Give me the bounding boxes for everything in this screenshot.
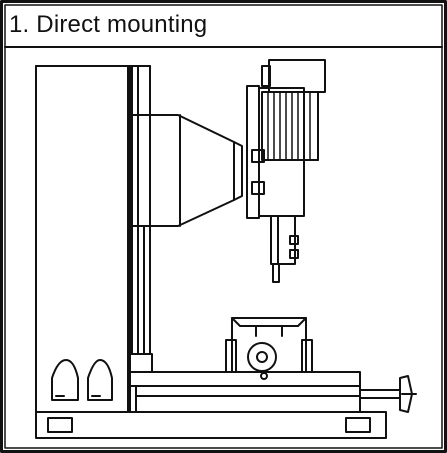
machine-vice	[225, 317, 313, 380]
spindle-head	[246, 85, 305, 219]
figure-title: 1. Direct mounting	[9, 11, 208, 38]
spindle-quill	[270, 215, 299, 283]
column-panels	[51, 359, 113, 401]
machine-base	[35, 411, 387, 439]
column-guide	[137, 225, 145, 355]
inner-border	[4, 4, 443, 449]
motor	[261, 59, 326, 161]
headstock-arm	[131, 114, 243, 227]
feed-handwheel	[359, 375, 417, 413]
worktable	[127, 353, 361, 413]
